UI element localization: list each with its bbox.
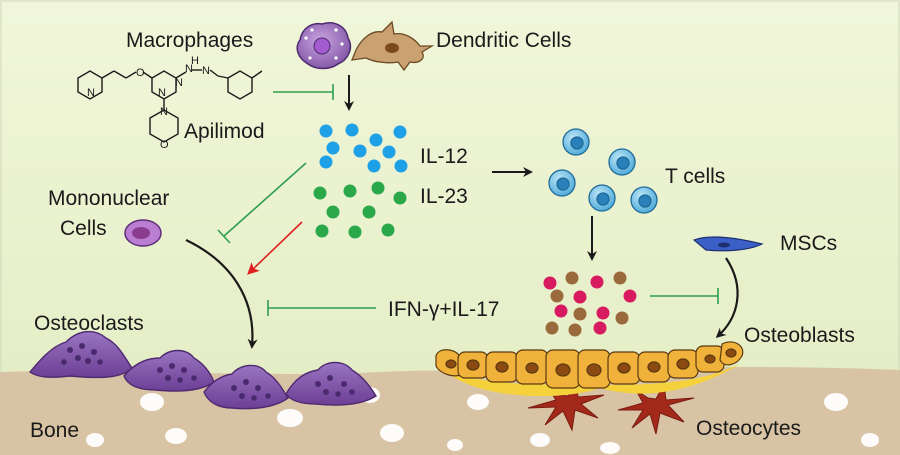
arrow-mscs-to-osteoblasts	[715, 257, 739, 339]
label-dendritic-cells: Dendritic Cells	[436, 29, 571, 52]
atom-n: N	[158, 87, 166, 99]
osteocyte-cell	[617, 382, 695, 435]
label-osteocytes: Osteocytes	[696, 417, 801, 440]
arrow-mononuclear-to-osteoclasts	[185, 239, 258, 349]
osteoclast-cell	[28, 331, 133, 379]
osteoclast-cell	[285, 361, 377, 406]
atom-n: N	[185, 63, 193, 75]
atom-n: N	[160, 106, 168, 118]
atom-n: N	[87, 87, 95, 99]
label-il23: IL-23	[420, 185, 468, 208]
label-mscs: MSCs	[780, 232, 837, 255]
label-bone: Bone	[30, 419, 79, 442]
atom-n: N	[175, 77, 183, 89]
labels: Macrophages Dendritic Cells Apilimod IL-…	[30, 29, 855, 442]
il23-dots	[313, 181, 407, 239]
label-il12: IL-12	[420, 145, 468, 168]
inhibit-cytokines-to-mononuclear	[223, 162, 307, 237]
mononuclear-cell	[124, 219, 162, 247]
label-t-cells: T cells	[665, 165, 725, 188]
label-ifn-il17: IFN-γ+IL-17	[388, 298, 499, 321]
arrow-cytokines-to-osteoclasts-red	[247, 221, 303, 275]
osteoblast-layer	[435, 341, 744, 389]
il17-dots	[545, 271, 629, 337]
t-cells	[548, 128, 658, 214]
label-mononuclear: Mononuclear	[48, 187, 169, 210]
apilimod-structure	[77, 69, 263, 143]
atom-n: N	[202, 65, 210, 77]
dendritic-cell	[350, 20, 435, 72]
macrophage-cell	[296, 22, 352, 70]
osteoclast-cell	[203, 364, 289, 410]
msc-cell	[692, 236, 764, 252]
il12-dots	[319, 123, 408, 173]
arrows	[185, 75, 739, 349]
apilimod-atom-labels: N O N N N H N N O	[87, 55, 210, 151]
ifn-gamma-dots	[543, 275, 637, 335]
label-apilimod: Apilimod	[184, 120, 265, 143]
inhibition-lines	[217, 84, 719, 316]
label-osteoblasts: Osteoblasts	[744, 324, 855, 347]
atom-h: H	[191, 55, 199, 67]
osteoblast-matrix	[440, 364, 740, 397]
label-mononuclear-cells: Cells	[60, 217, 107, 240]
atom-o: O	[136, 67, 145, 79]
atom-o: O	[160, 139, 169, 151]
osteoclast-cell	[123, 349, 215, 392]
label-osteoclasts: Osteoclasts	[34, 312, 144, 335]
label-macrophages: Macrophages	[126, 29, 253, 52]
